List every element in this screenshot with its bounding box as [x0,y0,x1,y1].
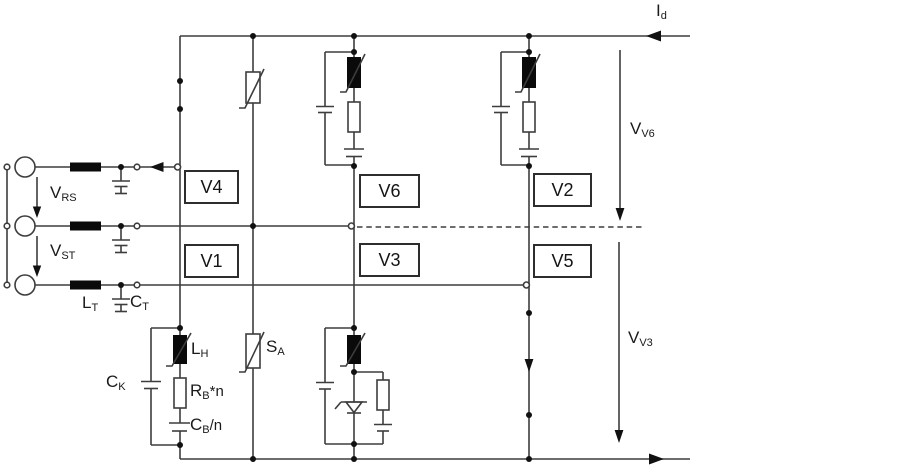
resistor-symbol [376,379,390,411]
inductor-lt-phase-s [70,221,101,231]
capacitor-ct-phase-s [112,226,130,254]
vv6-arrow [615,50,625,221]
diode-symbol [334,401,367,414]
snubber-v2 [492,51,541,166]
vrs-arrow [32,177,42,218]
valve-label: V6 [378,180,401,201]
capacitor-ct-phase-t [112,285,130,313]
valve-box-v3: V3 [359,243,420,277]
label-vst-voltage: VST [50,241,76,263]
label-vv6-voltage: VV6 [630,119,655,141]
terminal-circles [3,163,531,289]
valve-box-v1: V1 [184,244,239,278]
label-lh-reactor: LH [191,339,209,361]
valve-box-v5: V5 [533,244,592,278]
label-ct-capacitor: CT [130,292,150,314]
label-vv3-voltage: VV3 [628,328,653,350]
surge-arrester-top [239,68,265,109]
phase-r-arrowhead [150,162,164,172]
ac-source-s [14,215,36,237]
resistor-symbol [347,101,361,133]
snubber-v6 [316,51,366,166]
label-rb-resistor: RB*n [190,381,224,403]
valve-box-v6: V6 [359,174,420,208]
right-leg-arrowhead [524,359,534,372]
saturable-reactor-symbol [522,57,536,88]
bottom-bus-arrowhead [649,453,664,465]
valve-label: V3 [378,249,401,270]
valve-label: V2 [551,179,574,200]
ac-source-t [14,274,36,296]
label-ck-capacitor: CK [106,372,126,394]
valve-box-v4: V4 [184,170,239,204]
label-lt-inductor: LT [82,293,99,315]
label-cb-capacitor: CB/n [190,415,223,437]
surge-arrester-sa [239,331,265,373]
resistor-symbol [522,101,536,133]
id-arrowhead [646,30,661,42]
label-id-current: Id [656,1,667,23]
inductor-lt-phase-t [70,280,101,290]
inductor-lt-phase-r [70,162,101,172]
resistor-symbol [173,377,187,409]
valve-box-v2: V2 [533,173,592,207]
valve-label: V4 [200,176,223,197]
label-vrs-voltage: VRS [50,183,77,205]
vv3-arrow [614,242,624,443]
junction-dots [118,33,532,462]
valve-label: V1 [200,250,223,271]
vst-arrow [32,236,42,277]
valve-label: V5 [551,250,574,271]
capacitor-ct-phase-r [112,167,130,195]
saturable-reactor-symbol [347,57,361,88]
damping-chain-left [141,327,192,446]
ac-source-r [14,156,36,178]
damping-chain-middle [316,327,392,445]
label-sa-arrester: SA [266,337,285,359]
